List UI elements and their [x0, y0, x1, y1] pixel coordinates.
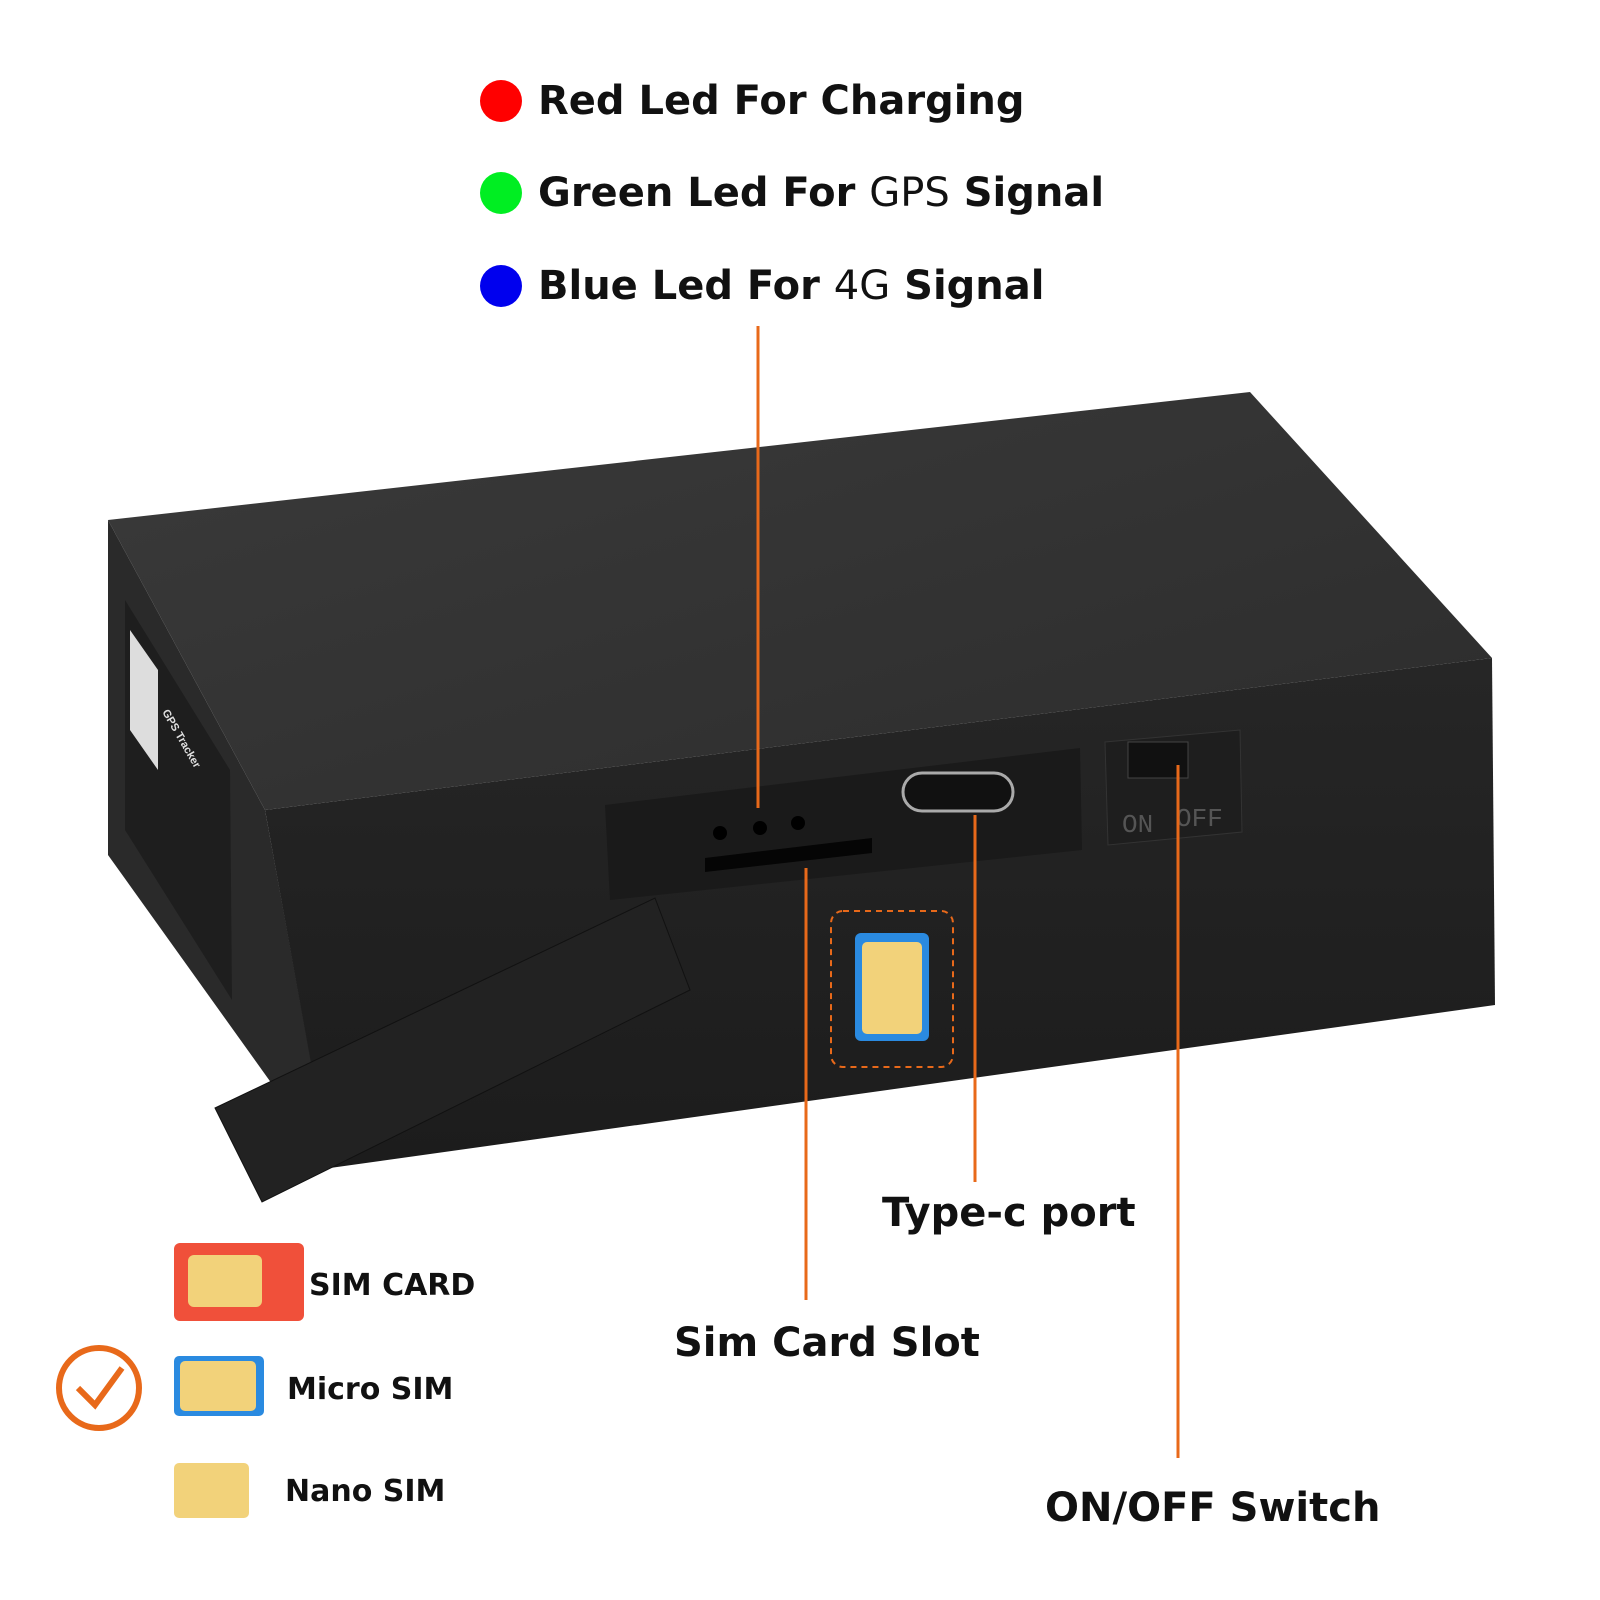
- legend-text: Signal: [963, 170, 1105, 216]
- sim-highlight-box: [830, 910, 954, 1068]
- port-cover-flap: [214, 897, 691, 1203]
- switch-off-label: OFF: [1176, 804, 1223, 834]
- led-hole: [713, 826, 727, 840]
- type-c-port-label: Type-c port: [882, 1190, 1136, 1236]
- legend-green-led: Green Led For GPS Signal: [480, 170, 1104, 216]
- sim-chip-icon: [862, 942, 922, 1034]
- legend-text: Charging: [820, 78, 1025, 124]
- legend-red-led: Red Led For Charging: [480, 78, 1025, 124]
- nano-sim-label: Nano SIM: [285, 1474, 446, 1509]
- legend-text: Green Led For: [538, 170, 856, 216]
- legend-text: Signal: [904, 263, 1045, 309]
- red-dot-icon: [480, 80, 522, 122]
- sim-slot: [705, 838, 872, 872]
- type-c-port: [901, 771, 1015, 813]
- sim-card-slot-label: Sim Card Slot: [674, 1320, 980, 1366]
- sim-card-icon: [174, 1243, 304, 1321]
- checkmark-icon: [75, 1366, 125, 1410]
- green-dot-icon: [480, 172, 522, 214]
- led-hole: [791, 816, 805, 830]
- qr-code: [130, 630, 158, 770]
- micro-sim-label: Micro SIM: [287, 1372, 454, 1407]
- legend-text: Blue Led For: [538, 263, 820, 309]
- legend-text: GPS: [869, 170, 950, 216]
- blue-dot-icon: [480, 265, 522, 307]
- micro-sim-icon: [174, 1356, 264, 1416]
- legend-text: 4G: [833, 263, 891, 309]
- sim-card-label: SIM CARD: [309, 1268, 476, 1303]
- switch-on-label: ON: [1122, 810, 1153, 840]
- check-circle-icon: [56, 1345, 142, 1431]
- nano-sim-icon: [174, 1463, 249, 1518]
- legend-blue-led: Blue Led For 4G Signal: [480, 263, 1045, 309]
- device-top-face: [108, 392, 1492, 810]
- on-off-switch-label: ON/OFF Switch: [1045, 1485, 1381, 1531]
- legend-text: Red Led For: [538, 78, 807, 124]
- led-hole: [753, 821, 767, 835]
